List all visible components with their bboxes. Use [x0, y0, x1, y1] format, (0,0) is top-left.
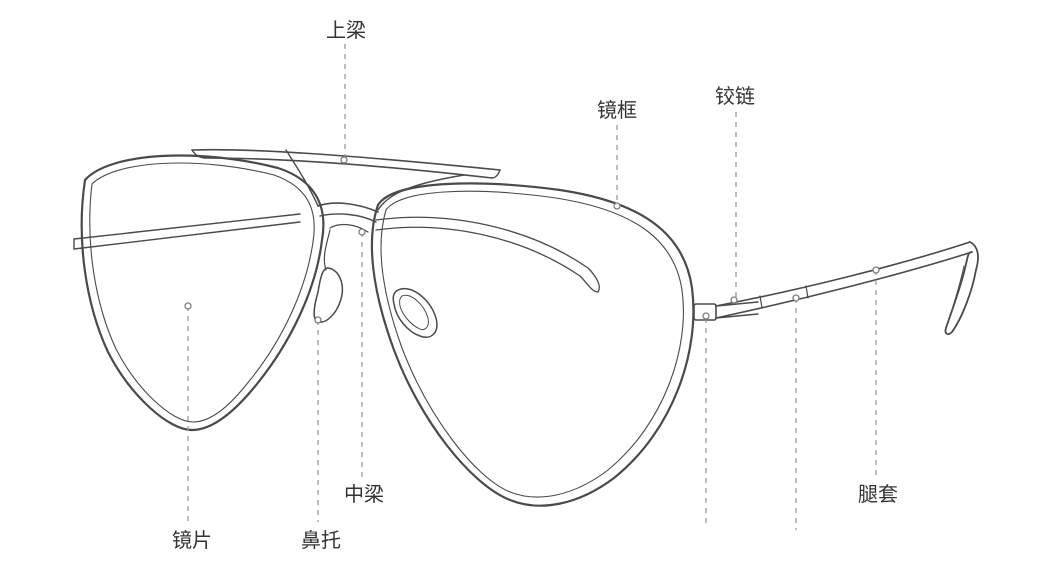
anchor-top-bridge [340, 156, 348, 164]
anchor-nose-pad [314, 316, 322, 324]
anchor-rim [613, 202, 621, 210]
near-temple-arm [715, 241, 979, 335]
middle-bridge [285, 149, 465, 233]
anchor-lens [184, 302, 192, 310]
inner-temple-arm [375, 216, 600, 293]
anchor-hinge [730, 296, 738, 304]
label-top-bridge: 上梁 [326, 18, 366, 42]
left-lens-rim [80, 154, 325, 432]
anchor-dots [184, 156, 880, 324]
far-temple-arm [73, 213, 301, 250]
label-nose-pad: 鼻托 [301, 528, 341, 552]
label-hinge: 铰链 [715, 84, 755, 108]
anchor-hinge-screw [702, 312, 710, 320]
anchor-middle-bridge [358, 228, 366, 236]
anchor-temple-mid [792, 294, 800, 302]
anchor-temple-tip [872, 266, 880, 274]
nose-pads [313, 229, 438, 338]
label-middle-bridge: 中梁 [344, 482, 384, 506]
glasses-illustration [73, 148, 979, 507]
right-lens-rim [370, 182, 695, 507]
leader-lines [187, 44, 877, 530]
label-lens: 镜片 [172, 528, 212, 552]
top-bridge [191, 148, 501, 179]
label-temple-tip: 腿套 [858, 482, 898, 506]
label-rim: 镜框 [597, 98, 637, 122]
